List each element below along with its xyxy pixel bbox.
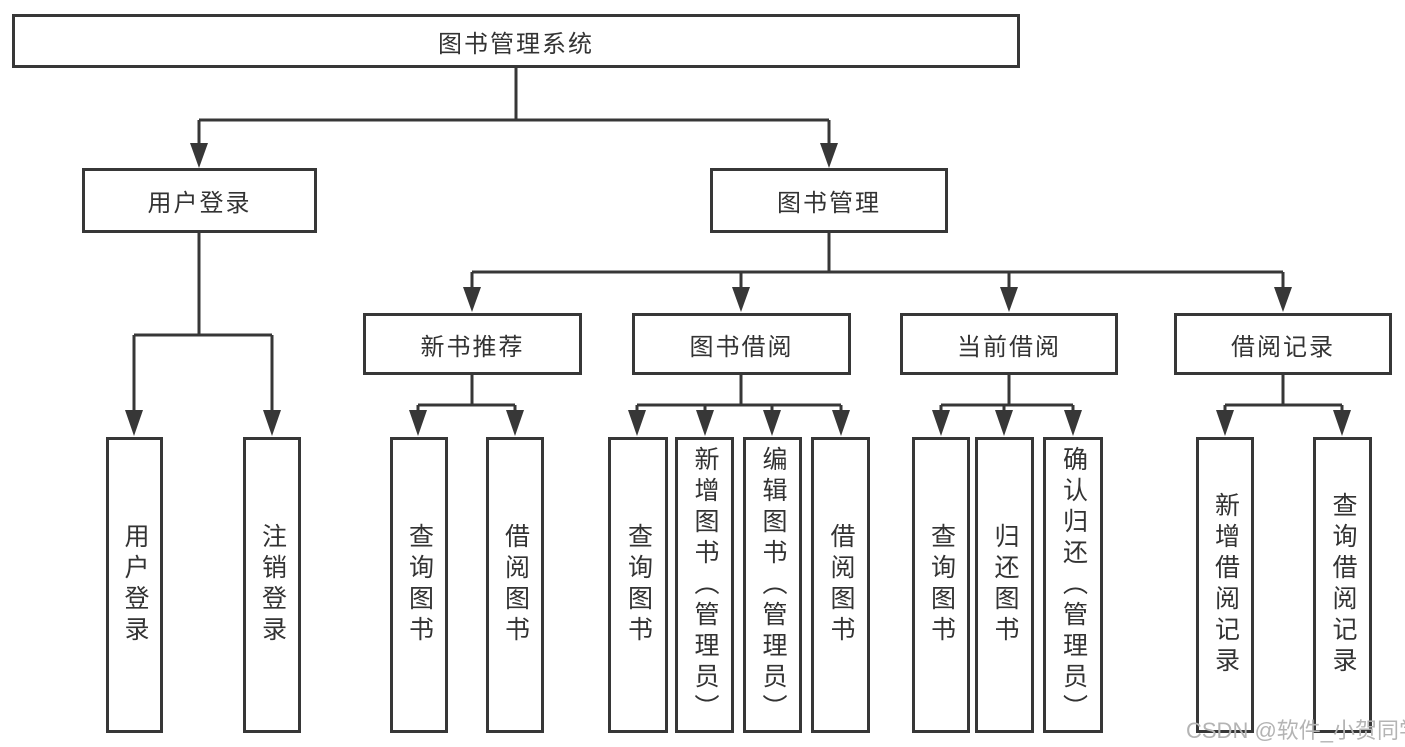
node-label: 新书推荐	[420, 333, 525, 361]
leaf-logout-login: 注销登录	[243, 437, 301, 733]
connector-user-login-to-children	[125, 233, 281, 436]
leaf-add-book-admin: 新增图书（管理员）	[675, 437, 734, 733]
leaf-confirm-return-admin: 确认归还（管理员）	[1043, 437, 1103, 733]
leaf-label: 查询图书	[927, 523, 956, 647]
leaf-label: 查询借阅记录	[1329, 492, 1357, 678]
leaf-return-books: 归还图书	[975, 437, 1034, 733]
connector-current-borrowing-to-children	[932, 375, 1082, 436]
leaf-query-books-recommend: 查询图书	[390, 437, 448, 733]
leaf-label: 新增借阅记录	[1211, 492, 1240, 678]
leaf-user-login: 用户登录	[106, 437, 163, 733]
node-label: 图书管理系统	[438, 30, 594, 58]
connector-book-borrowing-to-children	[628, 375, 850, 436]
node-label: 借阅记录	[1231, 333, 1335, 361]
leaf-label: 新增图书（管理员）	[691, 445, 719, 725]
connector-root-to-level2	[190, 68, 838, 168]
leaf-label: 编辑图书（管理员）	[759, 445, 787, 725]
leaf-query-books-borrowing: 查询图书	[608, 437, 668, 733]
leaf-label: 借阅图书	[827, 523, 855, 647]
leaf-add-borrow-record: 新增借阅记录	[1196, 437, 1254, 733]
node-current-borrowing: 当前借阅	[900, 313, 1118, 375]
leaf-edit-book-admin: 编辑图书（管理员）	[743, 437, 802, 733]
leaf-label: 确认归还（管理员）	[1059, 445, 1088, 725]
connector-new-book-recommendation-to-children	[409, 375, 524, 436]
node-book-borrowing: 图书借阅	[632, 313, 851, 375]
node-label: 当前借阅	[957, 333, 1061, 361]
leaf-query-books-current: 查询图书	[912, 437, 970, 733]
leaf-label: 归还图书	[991, 523, 1019, 647]
node-new-book-recommendation: 新书推荐	[363, 313, 582, 375]
node-user-login: 用户登录	[82, 168, 317, 233]
leaf-label: 用户登录	[121, 523, 149, 647]
leaf-label: 借阅图书	[501, 523, 530, 647]
leaf-label: 查询图书	[624, 523, 653, 647]
leaf-query-borrow-record: 查询借阅记录	[1313, 437, 1372, 733]
leaf-label: 注销登录	[258, 523, 287, 647]
node-label: 图书借阅	[689, 333, 794, 361]
leaf-borrow-books-borrowing: 借阅图书	[811, 437, 870, 733]
connector-book-management-to-level3	[463, 233, 1292, 312]
node-label: 用户登录	[147, 190, 252, 217]
connector-borrowing-records-to-children	[1216, 375, 1351, 436]
leaf-label: 查询图书	[405, 523, 434, 647]
node-borrowing-records: 借阅记录	[1174, 313, 1392, 375]
node-book-management: 图书管理	[710, 168, 948, 233]
csdn-watermark: CSDN @软件_小贺同学	[1186, 718, 1405, 743]
node-library-management-system: 图书管理系统	[12, 14, 1020, 68]
node-label: 图书管理	[777, 190, 881, 217]
leaf-borrow-books-recommend: 借阅图书	[486, 437, 544, 733]
